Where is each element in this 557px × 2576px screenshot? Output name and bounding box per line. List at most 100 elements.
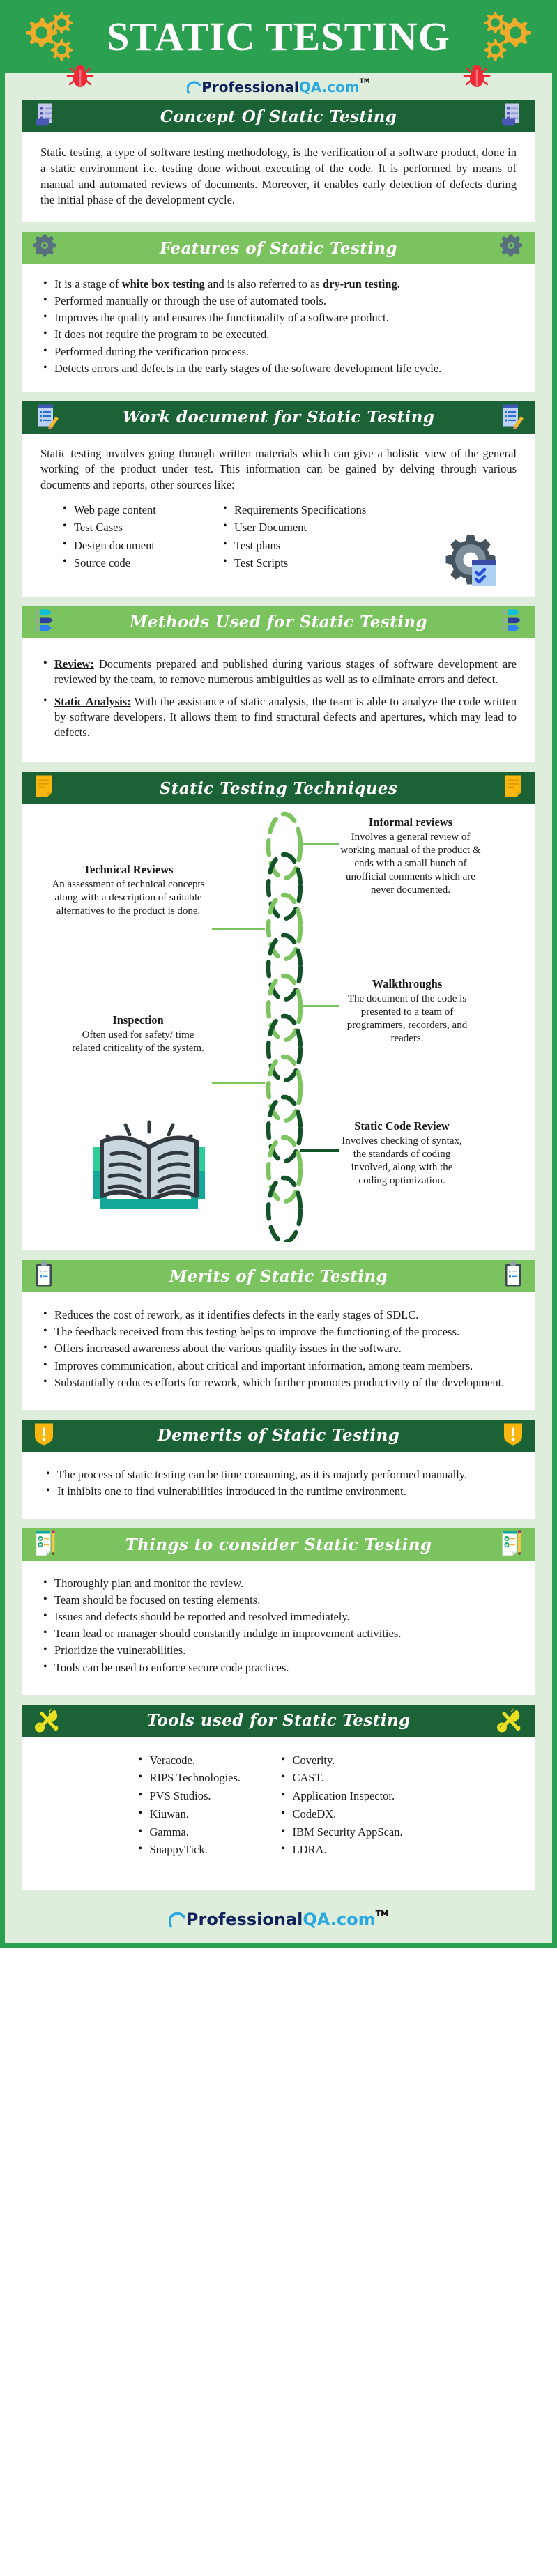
section-work-document: Work document for Static Testing Static … [22, 401, 535, 597]
warning-shield-icon [503, 1420, 524, 1450]
gear-icon [499, 233, 524, 262]
list-item: Detects errors and defects in the early … [40, 360, 517, 376]
yellow-note-icon [503, 774, 524, 803]
list-item: Reduces the cost of rework, as it identi… [40, 1307, 517, 1323]
warning-shield-icon [33, 1420, 54, 1450]
bug-icon [461, 61, 492, 94]
connector-line-technical-reviews [212, 928, 265, 930]
brand-tm: TM [359, 78, 370, 85]
checklist-pencil-icon [33, 1529, 57, 1561]
section-header: Merits of Static Testing [22, 1260, 535, 1293]
chain-rings-graphic [265, 810, 304, 1245]
list-item: Design document [60, 537, 220, 553]
brand-part1: Professional [185, 1910, 303, 1930]
technique-title: Informal reviews [368, 815, 453, 829]
infographic-root: STATIC TESTING [0, 0, 557, 1948]
technique-static-code-review: Static Code Review Involves checking of … [337, 1119, 466, 1187]
connector-line-static-code-review [300, 1149, 339, 1153]
checklist-pencil-icon [500, 1529, 524, 1561]
list-item: Test Cases [60, 519, 220, 535]
list-item: CAST. [279, 1769, 422, 1786]
technique-technical-reviews: Technical Reviews An assessment of techn… [47, 863, 209, 917]
section-considerations: Things to consider Static Testing [22, 1528, 535, 1695]
list-item: Improves communication, about critical a… [40, 1358, 517, 1374]
wrench-screwdriver-icon [496, 1705, 524, 1736]
list-item: Source code [60, 554, 220, 571]
section-demerits: Demerits of Static Testing The process o… [22, 1419, 535, 1519]
section-title: Merits of Static Testing [169, 1266, 388, 1286]
list-item: Static Analysis: With the assistance of … [40, 693, 517, 740]
list-item: Veracode. [136, 1751, 279, 1769]
list-item: Test plans [220, 537, 381, 553]
list-item: LDRA. [279, 1841, 422, 1858]
tools-columns: Veracode. RIPS Technologies. PVS Studios… [40, 1747, 517, 1867]
brand-part2: QA.com [298, 79, 360, 95]
clipboard-icon [503, 1260, 524, 1292]
gears-icon [460, 10, 542, 68]
open-book-icon [86, 1117, 212, 1225]
list-item: Prioritize the vulnerabilities. [40, 1642, 517, 1658]
merits-list: Reduces the cost of rework, as it identi… [40, 1307, 517, 1390]
technique-text: The document of the code is presented to… [346, 993, 468, 1044]
list-item: Offers increased awareness about the var… [40, 1340, 517, 1356]
list-item: Performed during the verification proces… [40, 343, 517, 360]
gear-icon [33, 233, 57, 262]
section-title: Demerits of Static Testing [157, 1426, 400, 1446]
technique-text: Involves checking of syntax, the standar… [342, 1135, 462, 1186]
notepad-pencil-icon [498, 402, 524, 432]
section-header: Static Testing Techniques [22, 772, 535, 805]
list-item: Performed manually or through the use of… [40, 293, 517, 309]
section-body: Veracode. RIPS Technologies. PVS Studios… [22, 1736, 535, 1891]
document-list-icon [33, 102, 57, 131]
connector-line-inspection [212, 1082, 265, 1084]
section-header: Demerits of Static Testing [22, 1419, 535, 1452]
list-item: CodeDX. [279, 1805, 422, 1823]
list-item: Test Scripts [220, 554, 381, 571]
technique-inspection: Inspection Often used for safety/ time r… [68, 1013, 208, 1055]
flowchart-nodes-icon [501, 607, 524, 637]
section-title: Tools used for Static Testing [146, 1711, 411, 1731]
section-header: Work document for Static Testing [22, 401, 535, 434]
list-item: Requirements Specifications [220, 501, 381, 518]
section-header: Things to consider Static Testing [22, 1528, 535, 1561]
tools-column-right: Coverity. CAST. Application Inspector. C… [279, 1751, 422, 1860]
masthead: STATIC TESTING [5, 0, 552, 87]
gears-icon [15, 10, 97, 68]
list-item: Tools can be used to enforce secure code… [40, 1659, 517, 1676]
work-document-paragraph: Static testing involves going through wr… [40, 446, 517, 492]
section-body: Review: Documents prepared and published… [22, 638, 535, 763]
list-item: It inhibits one to find vulnerabilities … [43, 1483, 514, 1499]
brand-tm: TM [375, 1909, 389, 1919]
swoosh-icon [168, 1911, 186, 1931]
list-item: It is a stage of white box testing and i… [40, 276, 517, 292]
section-title: Concept Of Static Testing [160, 107, 397, 126]
section-concept: Concept Of Static Testing Static testing… [22, 100, 535, 223]
list-item: Review: Documents prepared and published… [40, 656, 517, 687]
section-body: It is a stage of white box testing and i… [22, 264, 535, 392]
demerits-list: The process of static testing can be tim… [43, 1466, 514, 1499]
section-features: Features of Static Testing It is a stage… [22, 232, 535, 392]
section-body: Reduces the cost of rework, as it identi… [22, 1292, 535, 1410]
technique-informal-reviews: Informal reviews Involves a general revi… [337, 815, 484, 896]
methods-list: Review: Documents prepared and published… [40, 656, 517, 741]
list-item: Kiuwan. [136, 1805, 279, 1823]
list-item: PVS Studios. [136, 1787, 279, 1804]
list-item: Application Inspector. [279, 1787, 422, 1804]
technique-title: Walkthroughs [372, 977, 443, 991]
list-item: It does not require the program to be ex… [40, 326, 517, 342]
clipboard-icon [33, 1260, 54, 1292]
list-item: RIPS Technologies. [136, 1769, 279, 1786]
list-item: Gamma. [136, 1823, 279, 1841]
page-title: STATIC TESTING [107, 13, 450, 59]
section-header: Features of Static Testing [22, 232, 535, 265]
section-header: Methods Used for Static Testing [22, 606, 535, 638]
list-item: Substantially reduces efforts for rework… [40, 1374, 517, 1390]
section-title: Things to consider Static Testing [125, 1535, 432, 1554]
section-title: Features of Static Testing [159, 238, 398, 258]
technique-title: Technical Reviews [83, 863, 174, 877]
technique-text: An assessment of technical concepts alon… [52, 879, 205, 917]
